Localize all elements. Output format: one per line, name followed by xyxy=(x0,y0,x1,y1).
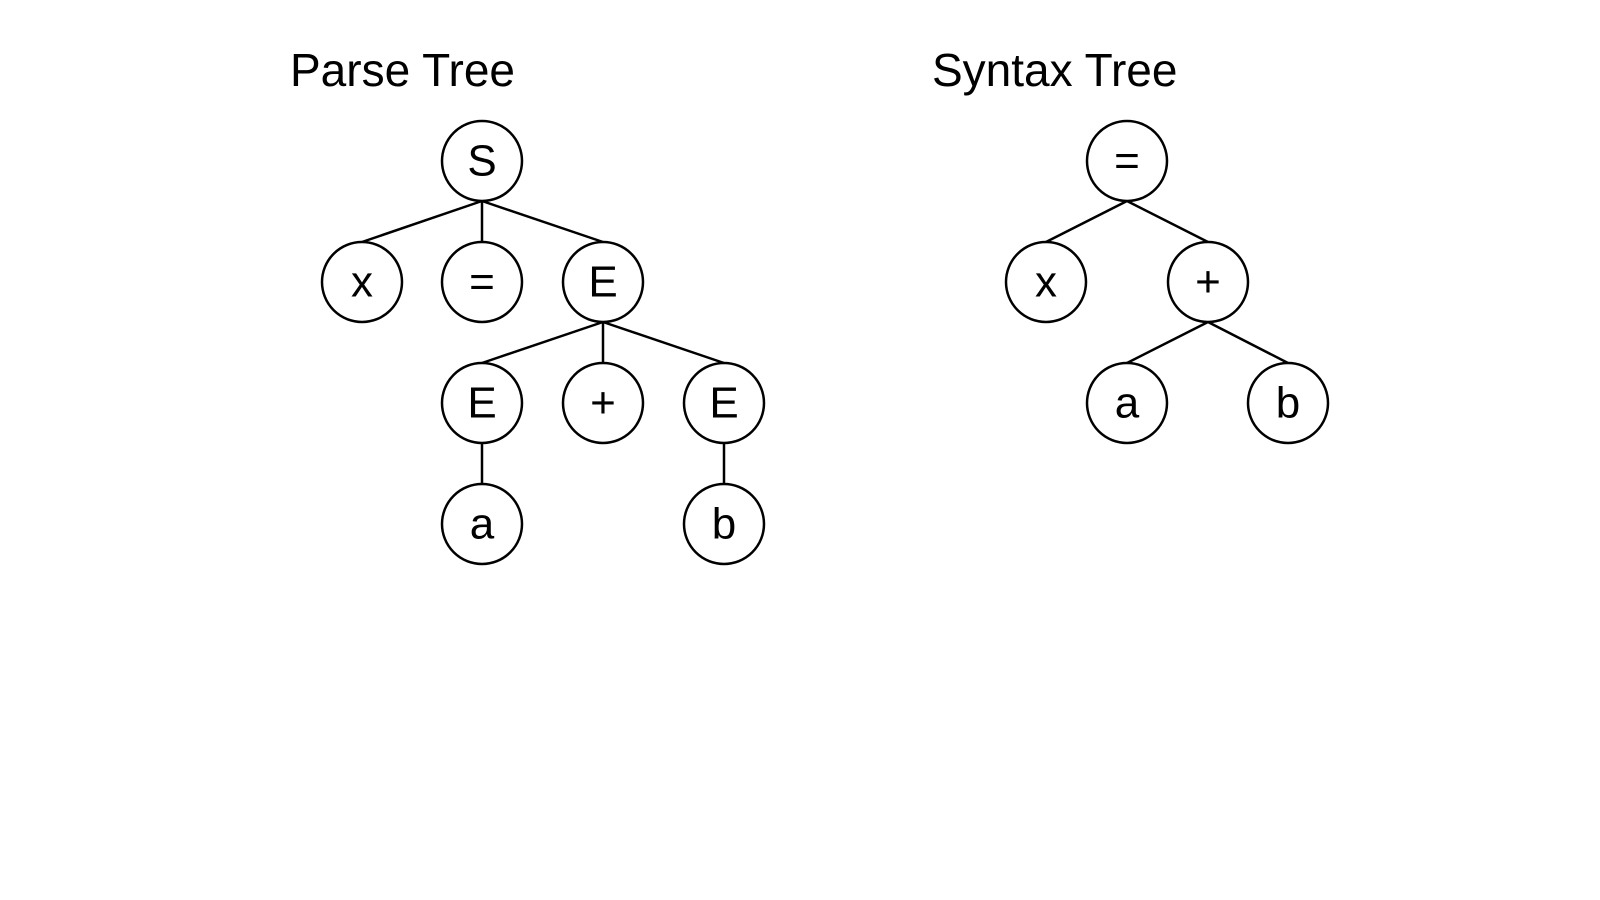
parse-tree-edge-s-to-x xyxy=(361,199,483,244)
parse-tree-node-label: E xyxy=(467,379,496,428)
parse-tree-node-label: = xyxy=(469,258,495,307)
syntax-tree-node-label: b xyxy=(1276,379,1300,428)
parse-tree-node-e: E xyxy=(682,361,766,445)
syntax-tree-node-circle xyxy=(1246,361,1330,445)
parse-tree-node-circle xyxy=(440,482,524,566)
syntax-tree-edge-plus-to-a xyxy=(1126,320,1209,365)
parse-tree-node-a: a xyxy=(440,482,524,566)
parse-tree-edge-e-to-e xyxy=(481,320,604,365)
syntax-tree-node-equals: = xyxy=(1085,119,1169,203)
parse-tree-node-e: E xyxy=(440,361,524,445)
parse-tree-node-label: E xyxy=(588,258,617,307)
parse-tree-node-e: E xyxy=(561,240,645,324)
syntax-tree-edge-equals-to-x xyxy=(1045,199,1128,244)
syntax-tree-node-plus: + xyxy=(1166,240,1250,324)
parse-tree-node-circle xyxy=(682,482,766,566)
parse-tree-node-circle xyxy=(320,240,404,324)
syntax-tree-node-circle xyxy=(1166,240,1250,324)
syntax-tree-node-label: x xyxy=(1035,258,1057,307)
parse-tree-node-x: x xyxy=(320,240,404,324)
syntax-tree-node-b: b xyxy=(1246,361,1330,445)
parse-tree-node-circle xyxy=(561,240,645,324)
syntax-tree-node-label: a xyxy=(1115,379,1140,428)
syntax-tree-edge-plus-to-b xyxy=(1207,320,1289,365)
parse-tree-node-circle xyxy=(440,119,524,203)
parse-tree-node-label: x xyxy=(351,258,373,307)
parse-tree-node-equals: = xyxy=(440,240,524,324)
syntax-tree-node-x: x xyxy=(1004,240,1088,324)
parse-tree-node-plus: + xyxy=(561,361,645,445)
syntax-tree-node-a: a xyxy=(1085,361,1169,445)
syntax-tree-node-label: = xyxy=(1114,137,1140,186)
parse-tree-node-label: a xyxy=(470,500,495,549)
parse-tree-node-label: + xyxy=(590,379,616,428)
syntax-tree-node-circle xyxy=(1004,240,1088,324)
parse-tree-edge-e-to-e xyxy=(602,320,725,365)
parse-tree-node-circle xyxy=(440,240,524,324)
parse-tree-node-circle xyxy=(561,361,645,445)
syntax-tree-node-label: + xyxy=(1195,258,1221,307)
syntax-tree-edge-equals-to-plus xyxy=(1126,199,1209,244)
syntax-tree-title: Syntax Tree xyxy=(932,44,1177,96)
syntax-tree-node-circle xyxy=(1085,361,1169,445)
syntax-tree: = x + a b xyxy=(1004,119,1330,445)
parse-tree-node-circle xyxy=(682,361,766,445)
syntax-tree-node-circle xyxy=(1085,119,1169,203)
parse-tree-node-b: b xyxy=(682,482,766,566)
parse-tree: Sx = E E + Ea b xyxy=(320,119,766,566)
parse-tree-node-label: b xyxy=(712,500,736,549)
parse-tree-node-s: S xyxy=(440,119,524,203)
parse-tree-node-label: E xyxy=(709,379,738,428)
parse-tree-node-label: S xyxy=(467,137,496,186)
parse-tree-node-circle xyxy=(440,361,524,445)
parse-tree-title: Parse Tree xyxy=(290,44,515,96)
parse-tree-edge-s-to-e xyxy=(481,199,604,244)
